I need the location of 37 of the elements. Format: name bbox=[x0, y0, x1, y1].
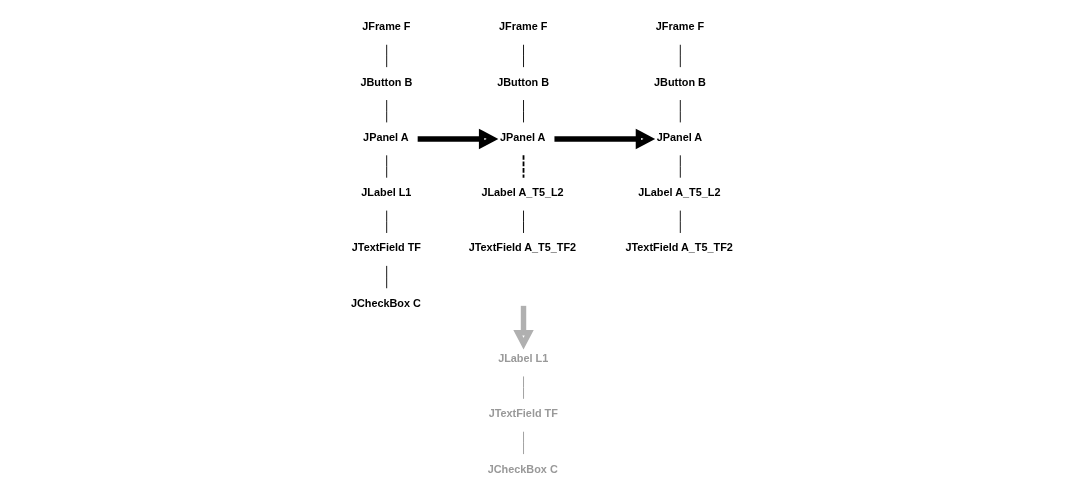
node-text: JTextField A_T5_TF2 bbox=[468, 241, 576, 254]
arrow bbox=[553, 128, 655, 150]
node-text: JTextField A_T5_TF2 bbox=[624, 241, 733, 254]
connector bbox=[679, 99, 681, 123]
connector bbox=[385, 210, 387, 234]
node-text: JTextField TF bbox=[488, 407, 558, 420]
connector bbox=[522, 44, 524, 68]
arrow bbox=[417, 128, 498, 150]
connector bbox=[679, 44, 681, 68]
node-text: JLabel L1 bbox=[497, 351, 548, 364]
node-text: JLabel L1 bbox=[360, 186, 411, 199]
node-text: JFrame F bbox=[498, 20, 547, 33]
arrow bbox=[512, 305, 534, 350]
node-text: JFrame F bbox=[361, 20, 410, 33]
connector bbox=[522, 431, 524, 455]
connector bbox=[385, 154, 387, 179]
node-text: JButton B bbox=[359, 75, 412, 88]
node-text: JButton B bbox=[653, 75, 706, 88]
node-text: JLabel A_T5_L2 bbox=[637, 186, 720, 199]
node-text: JFrame F bbox=[655, 20, 704, 33]
node-text: JTextField TF bbox=[351, 241, 421, 254]
node-text: JPanel A bbox=[362, 130, 409, 143]
node-text: JPanel A bbox=[656, 130, 702, 143]
node-text: JLabel A_T5_L2 bbox=[480, 186, 564, 199]
connector bbox=[385, 99, 387, 123]
connector bbox=[522, 99, 524, 123]
connector bbox=[679, 154, 681, 179]
connector bbox=[679, 210, 681, 234]
node-text: JPanel A bbox=[499, 130, 545, 143]
connector bbox=[522, 376, 524, 400]
connector bbox=[522, 154, 524, 179]
connector bbox=[522, 210, 524, 234]
node-text: JCheckBox C bbox=[350, 296, 421, 309]
node-text: JButton B bbox=[496, 75, 549, 88]
connector bbox=[385, 44, 387, 68]
node-text: JCheckBox C bbox=[487, 462, 558, 475]
connector bbox=[385, 265, 387, 289]
